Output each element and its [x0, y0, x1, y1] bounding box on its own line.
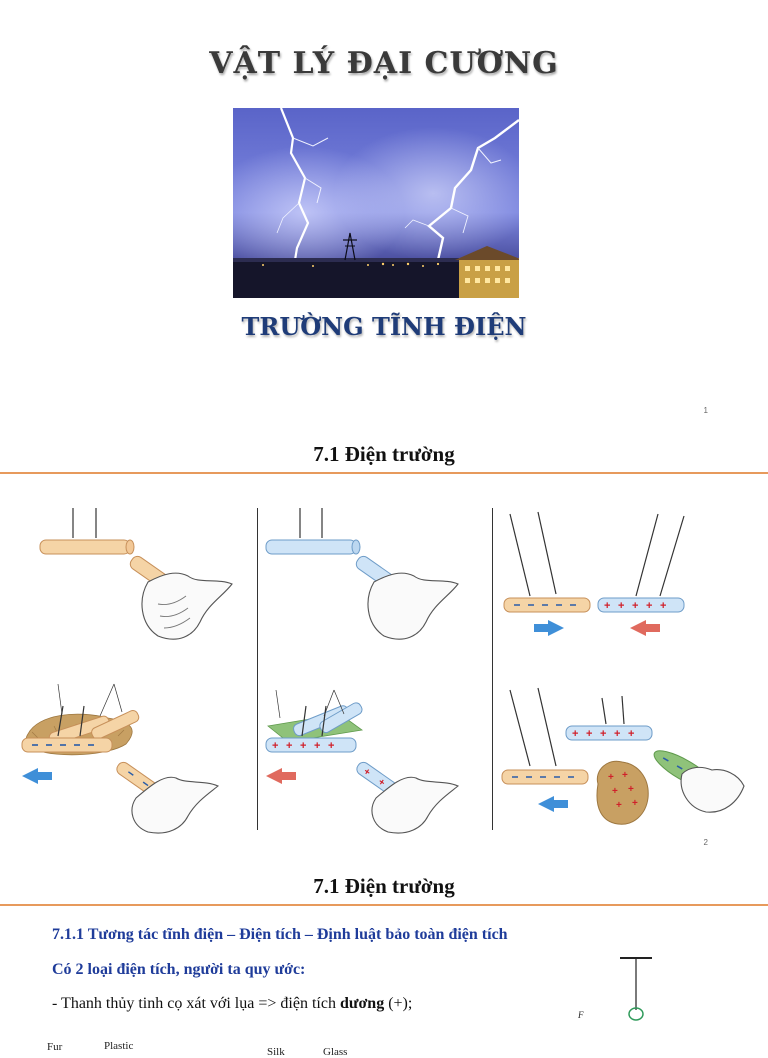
- svg-text:+: +: [628, 784, 634, 795]
- charge-rule-prefix: - Thanh thủy tinh cọ xát với lụa => điện…: [52, 995, 340, 1012]
- title-underline: [0, 904, 768, 906]
- pendulum-diagram: [572, 952, 672, 1024]
- svg-text:+: +: [628, 728, 634, 740]
- lightning-photo: [233, 108, 519, 298]
- svg-text:+: +: [586, 728, 592, 740]
- section-title: 7.1 Điện trường: [313, 874, 455, 898]
- section-title: 7.1 Điện trường: [313, 442, 455, 466]
- svg-text:+: +: [328, 740, 334, 752]
- svg-text:+: +: [618, 600, 624, 612]
- page-number: 1: [703, 406, 708, 415]
- force-symbol: F: [578, 1010, 584, 1020]
- panel-divider-right: [492, 508, 493, 830]
- slide-2: 7.1 Điện trường: [0, 432, 768, 1058]
- page-number: 2: [703, 838, 708, 847]
- label-plastic: Plastic: [104, 1040, 134, 1052]
- svg-text:+: +: [608, 772, 614, 783]
- panel-plastic-fur: [18, 504, 254, 834]
- label-fur: Fur: [47, 1041, 63, 1053]
- svg-text:+: +: [646, 600, 652, 612]
- slide-subtitle: TRƯỜNG TĨNH ĐIỆN: [241, 312, 527, 341]
- slide-3: 7.1 Điện trường 7.1.1 Tương tác tĩnh điệ…: [0, 864, 768, 1024]
- label-glass: Glass: [323, 1046, 348, 1058]
- panel-divider-left: [257, 508, 258, 830]
- svg-text:+: +: [604, 600, 610, 612]
- svg-text:+: +: [361, 766, 372, 778]
- svg-text:+: +: [300, 740, 306, 752]
- svg-text:+: +: [314, 740, 320, 752]
- svg-text:+: +: [632, 600, 638, 612]
- svg-text:+: +: [614, 728, 620, 740]
- label-silk: Silk: [267, 1046, 285, 1058]
- svg-text:+: +: [622, 770, 628, 781]
- charge-rule-line: - Thanh thủy tinh cọ xát với lụa => điện…: [52, 995, 412, 1013]
- panel-interactions: +++++ +++++ ++++++: [498, 508, 754, 834]
- svg-text:+: +: [616, 800, 622, 811]
- charge-rule-bold: dương: [339, 995, 385, 1012]
- slide-title: VẬT LÝ ĐẠI CƯƠNG: [209, 46, 559, 81]
- panel-glass-silk: +++++ +++: [262, 504, 490, 834]
- title-underline: [0, 472, 768, 474]
- svg-text:+: +: [572, 728, 578, 740]
- svg-text:+: +: [272, 740, 278, 752]
- svg-text:+: +: [600, 728, 606, 740]
- svg-text:+: +: [660, 600, 666, 612]
- intro-line: Có 2 loại điện tích, người ta quy ước:: [52, 961, 306, 978]
- svg-text:+: +: [632, 798, 638, 809]
- svg-text:+: +: [612, 786, 618, 797]
- svg-text:+: +: [376, 777, 387, 789]
- slide-1: VẬT LÝ ĐẠI CƯƠNG: [0, 0, 768, 432]
- svg-text:+: +: [286, 740, 292, 752]
- charge-rule-suffix: (+);: [384, 995, 413, 1012]
- subsection-heading: 7.1.1 Tương tác tĩnh điện – Điện tích – …: [52, 926, 508, 943]
